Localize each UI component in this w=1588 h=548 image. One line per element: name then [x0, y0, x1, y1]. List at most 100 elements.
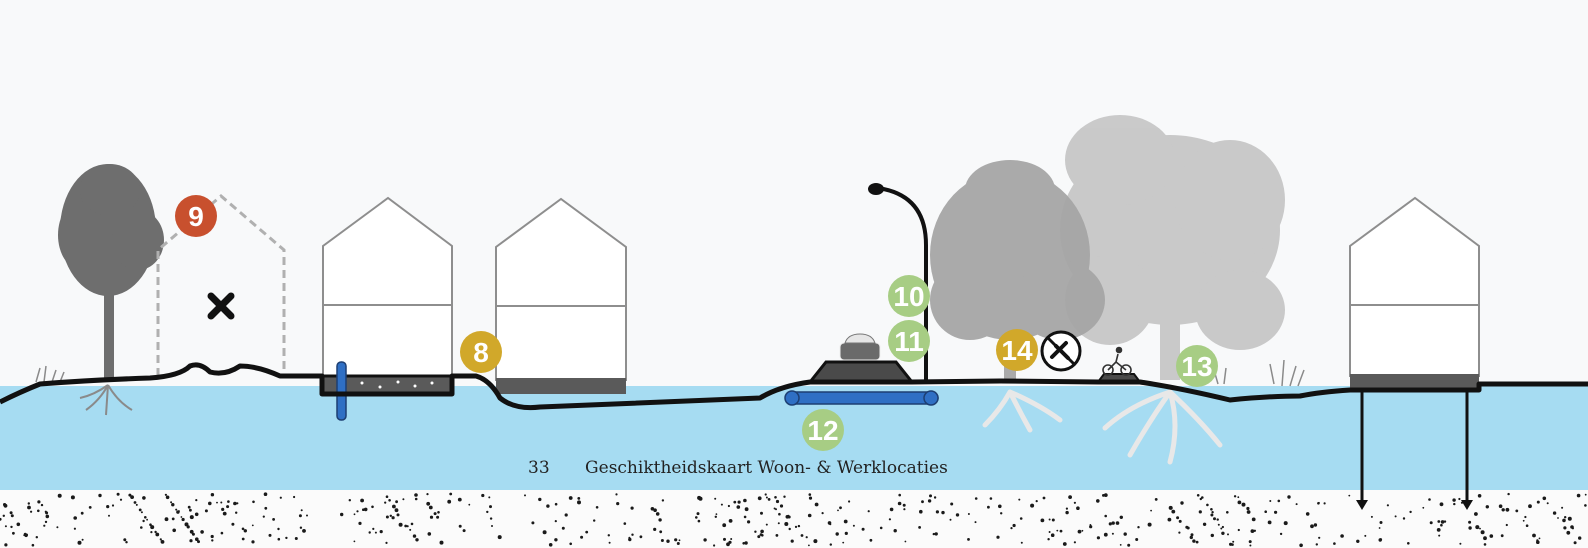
- sand-dot: [1564, 516, 1567, 519]
- sand-dot: [660, 539, 664, 542]
- sand-dot: [531, 521, 535, 525]
- sand-dot: [1295, 503, 1298, 506]
- sand-dot: [1578, 536, 1582, 540]
- sand-dot: [723, 537, 726, 541]
- sand-dot: [251, 540, 255, 544]
- sand-dot: [306, 514, 308, 517]
- house-3-foundation: [1350, 374, 1479, 388]
- sand-dot: [1267, 520, 1272, 525]
- sand-dot: [1507, 492, 1510, 496]
- sand-dot: [37, 500, 41, 504]
- sand-dot: [987, 505, 990, 509]
- sand-dot: [1059, 529, 1063, 533]
- sand-dot: [150, 525, 155, 530]
- sand-dot: [437, 511, 440, 514]
- sand-dot: [996, 535, 1000, 539]
- sand-dot: [974, 521, 977, 524]
- sand-dot: [967, 538, 970, 541]
- sand-dot: [829, 523, 832, 526]
- sand-dot: [542, 530, 547, 535]
- sand-dot: [661, 499, 665, 502]
- sand-dot: [241, 527, 245, 531]
- sand-dot: [175, 508, 178, 511]
- sand-dot: [1489, 534, 1494, 538]
- sand-dot: [56, 526, 59, 529]
- sand-dot: [1147, 522, 1152, 527]
- sand-dot: [462, 529, 466, 533]
- sand-dot: [189, 508, 192, 512]
- sand-dot: [1429, 521, 1433, 525]
- street-lamp-icon: [877, 186, 928, 380]
- sand-dot: [842, 541, 845, 544]
- sand-dot: [1019, 517, 1023, 520]
- sand-dot: [659, 530, 663, 534]
- sand-dot: [1566, 530, 1571, 535]
- sand-dot: [1217, 523, 1220, 526]
- sand-dot: [628, 537, 632, 542]
- sand-dot: [1479, 527, 1481, 530]
- sand-dot: [1246, 506, 1250, 511]
- sand-dot: [577, 500, 581, 505]
- sand-dot: [767, 498, 771, 501]
- sand-dot: [1318, 536, 1321, 539]
- sand-dot: [844, 531, 848, 536]
- sand-dot: [1068, 495, 1072, 499]
- sand-dot: [1436, 528, 1441, 532]
- sand-dot: [1050, 533, 1055, 537]
- sand-dot: [888, 518, 892, 521]
- sand-dot: [1474, 512, 1478, 516]
- sand-dot: [813, 539, 818, 544]
- sand-dot: [391, 516, 395, 520]
- sand-dot: [40, 503, 44, 507]
- sand-dot: [848, 500, 851, 503]
- sand-dot: [524, 494, 526, 497]
- sand-dot: [743, 498, 747, 503]
- sand-dot: [392, 504, 396, 509]
- sand-dot: [807, 513, 812, 518]
- sand-dot: [1213, 517, 1216, 521]
- sand-dot: [744, 507, 749, 512]
- sand-dot: [1333, 542, 1336, 545]
- sand-dot: [1042, 496, 1046, 500]
- sand-dot: [187, 505, 191, 509]
- sand-dot: [10, 514, 14, 518]
- sand-dot: [1370, 515, 1373, 518]
- sand-dot: [989, 497, 993, 500]
- page-number: 33: [528, 458, 550, 478]
- sand-dot: [302, 529, 306, 533]
- sand-dot: [433, 512, 437, 516]
- sand-dot: [616, 502, 620, 506]
- sand-dot: [722, 523, 727, 528]
- sand-dot: [1522, 519, 1525, 522]
- sand-dot: [1571, 527, 1574, 530]
- sand-dot: [941, 510, 945, 515]
- sand-dot: [653, 508, 657, 512]
- sand-dot: [1065, 510, 1069, 515]
- sand-dot: [436, 515, 440, 519]
- sand-dot: [728, 519, 733, 523]
- sand-dot: [674, 538, 678, 542]
- tree-roots-right: [982, 389, 1223, 465]
- sand-dot: [1348, 494, 1351, 497]
- sand-dot: [1030, 503, 1035, 508]
- sand-dot: [1274, 510, 1278, 514]
- sand-dot: [119, 498, 123, 501]
- sand-dot: [889, 507, 894, 512]
- sand-dot: [797, 524, 801, 528]
- sand-dot: [195, 537, 199, 541]
- sand-dot: [1195, 540, 1199, 544]
- foundation-piles: [1360, 390, 1469, 502]
- cyclist-icon: [1102, 346, 1132, 376]
- sand-dot: [607, 534, 610, 537]
- svg-text:10: 10: [893, 281, 924, 312]
- sand-dot: [696, 512, 700, 516]
- sand-dot: [285, 536, 288, 540]
- sand-dot: [743, 515, 747, 519]
- sand-dot: [1379, 521, 1383, 524]
- sand-dot: [1111, 532, 1114, 535]
- sand-dot: [1047, 538, 1050, 541]
- footer-title: Geschiktheidskaart Woon- & Werklocaties: [585, 458, 948, 478]
- sand-dot: [1584, 493, 1587, 496]
- sand-dot: [1546, 502, 1549, 505]
